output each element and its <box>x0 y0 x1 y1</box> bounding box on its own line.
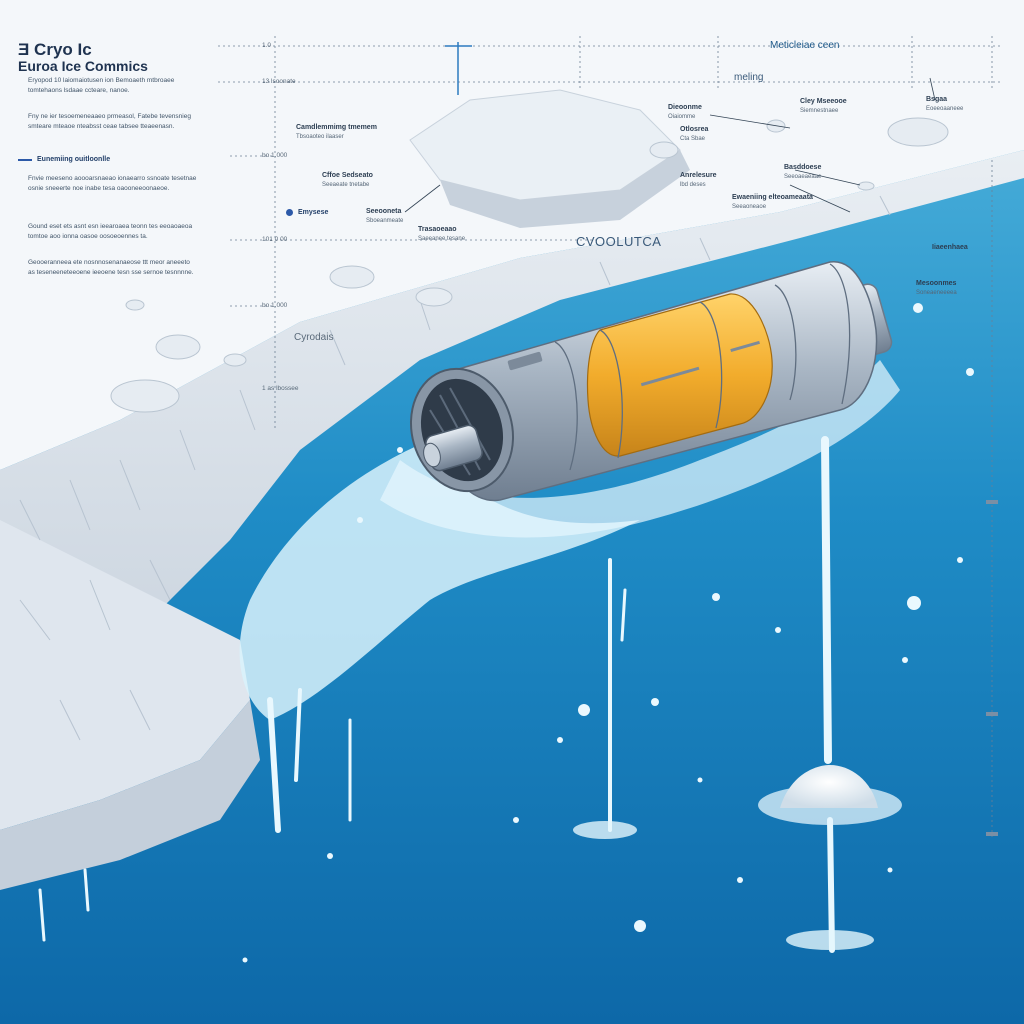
meltwater-sheet <box>380 360 900 538</box>
ice-ridge-shadow <box>440 150 690 228</box>
ice-surface <box>0 0 1024 470</box>
ice-mound <box>780 765 878 808</box>
splash-pool-left <box>573 821 637 839</box>
meltwater-flow <box>239 440 640 720</box>
lower-ice-shelf-face <box>0 700 260 890</box>
cryobot-probe <box>409 261 893 502</box>
cliff-texture <box>19 195 891 741</box>
scale-markers <box>986 500 998 836</box>
meltwater-drips <box>38 436 835 953</box>
callout-pointers <box>404 42 936 213</box>
ice-boulders <box>110 117 949 413</box>
splash-pool-bottom <box>786 930 874 950</box>
bubbles <box>242 303 974 963</box>
lower-ice-shelf <box>0 520 250 830</box>
